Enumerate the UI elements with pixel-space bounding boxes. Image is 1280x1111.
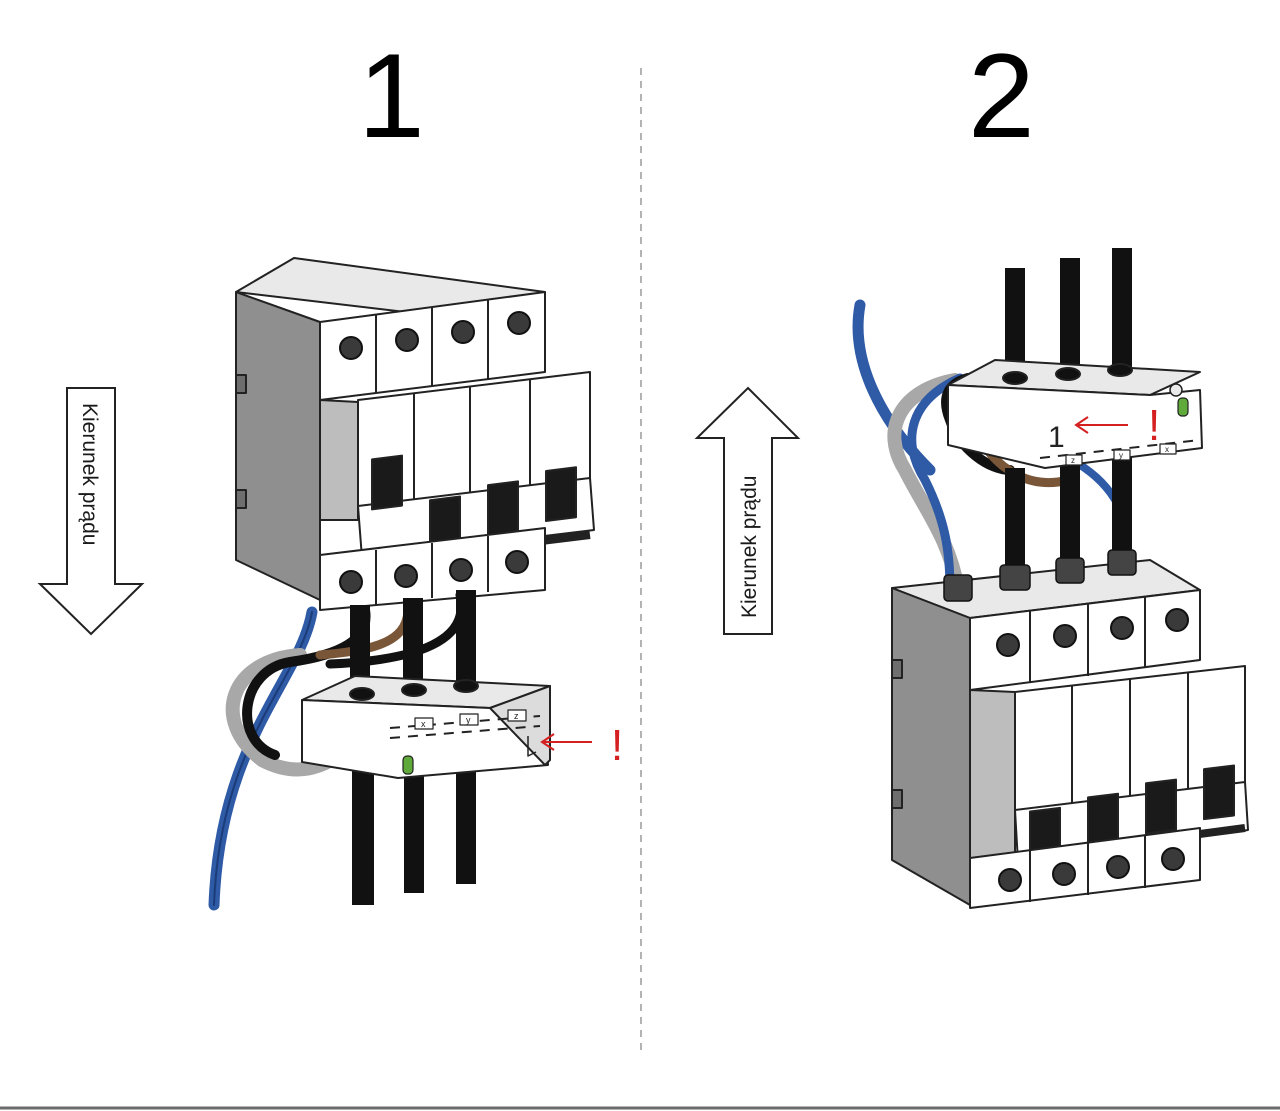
current-direction-arrow-up: Kierunek prądu xyxy=(694,386,801,635)
circuit-breaker-2 xyxy=(891,559,1249,909)
current-direction-arrow-down: Kierunek prądu xyxy=(37,387,145,636)
warning-mark-2: ! xyxy=(1148,401,1160,450)
arrow-label-1: Kierunek prądu xyxy=(78,403,101,545)
module-mark-1-y: y xyxy=(466,715,471,725)
measuring-module-2 xyxy=(947,359,1203,469)
module-mark-1-x: x xyxy=(421,719,426,729)
module-mark-2-x: x xyxy=(1165,445,1169,454)
warning-pointer-1 xyxy=(540,733,592,751)
arrow-label-2: Kierunek prądu xyxy=(738,476,761,618)
circuit-breaker-1 xyxy=(235,257,595,611)
module-mark-2-y: y xyxy=(1119,451,1123,460)
module-label-2: 1 xyxy=(1048,421,1065,454)
terminal-screws-1 xyxy=(339,311,531,594)
step-number-1: 1 xyxy=(358,29,425,163)
warning-pointer-2 xyxy=(1074,416,1128,434)
warning-mark-1: ! xyxy=(611,721,623,770)
measuring-module-1 xyxy=(301,675,551,779)
module-mark-1-z: z xyxy=(514,711,519,721)
module-mark-2-z: z xyxy=(1071,456,1075,465)
terminal-screws-2 xyxy=(996,608,1189,892)
step-number-2: 2 xyxy=(968,29,1035,163)
